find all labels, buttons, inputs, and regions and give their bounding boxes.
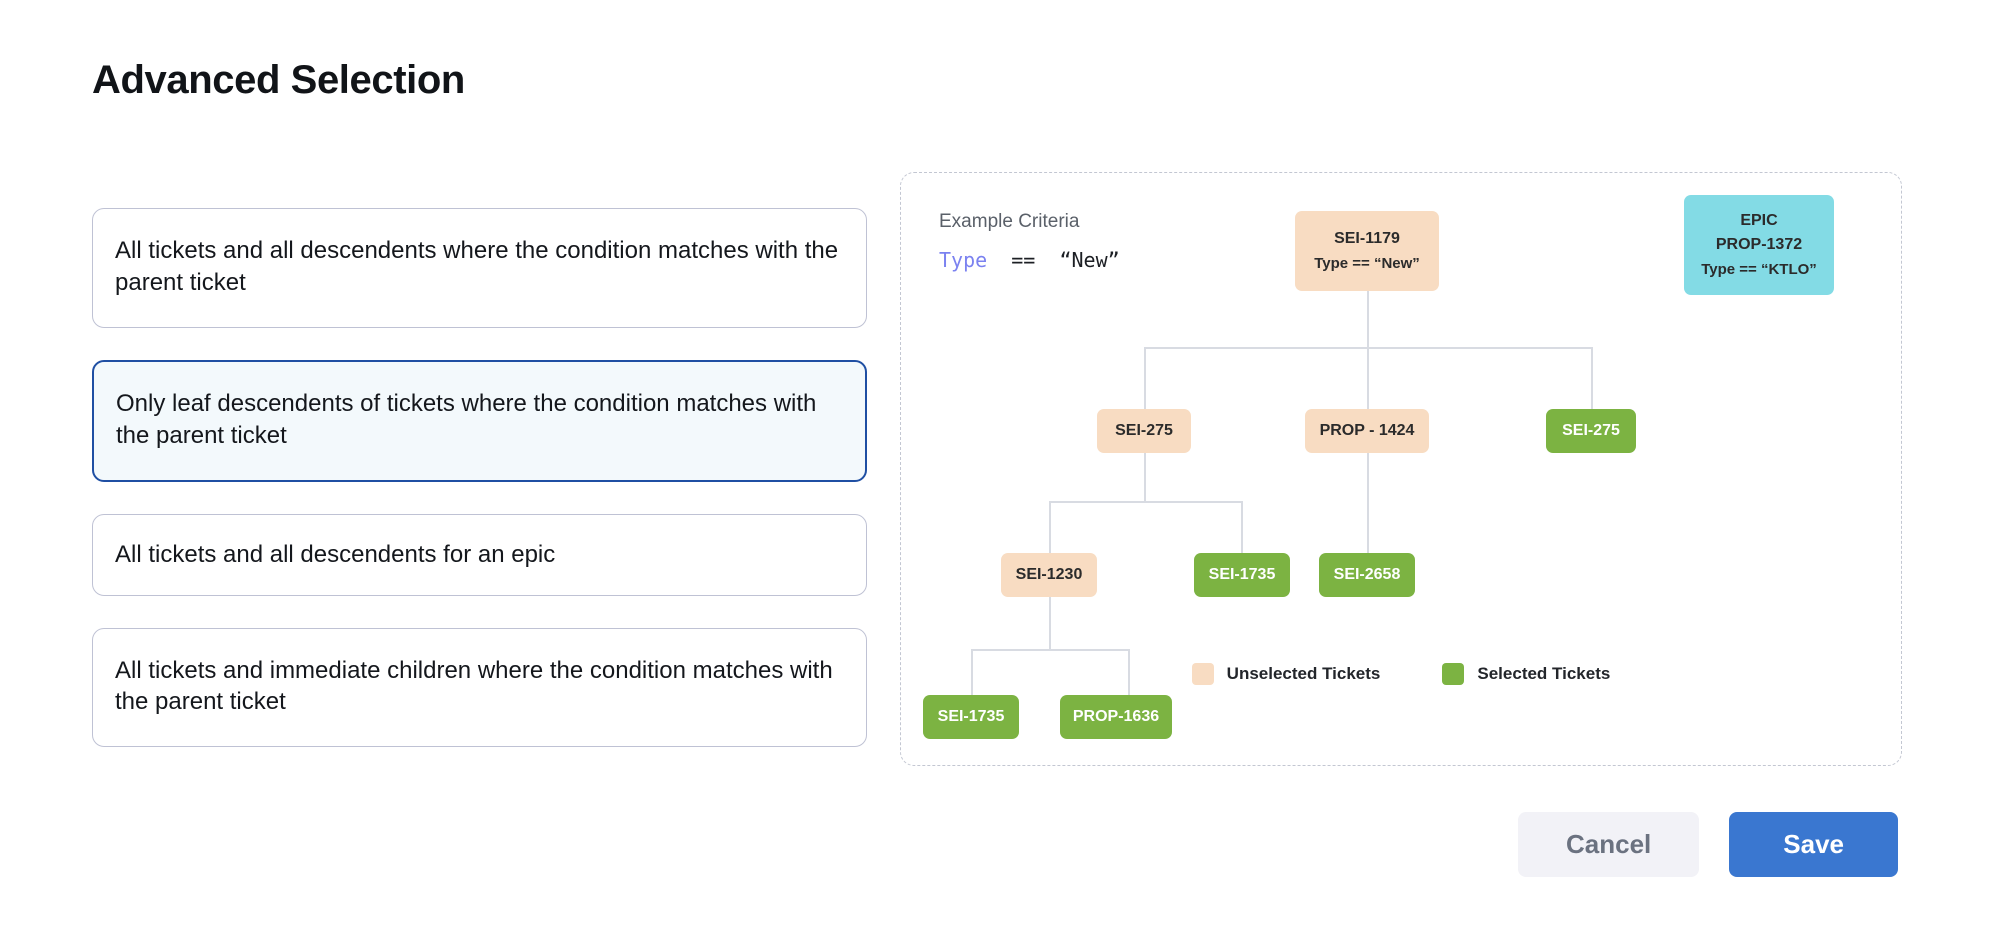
option-label-0: All tickets and all descendents where th… (115, 237, 839, 296)
node-r4c2-prop-1636[interactable]: PROP-1636 (1060, 695, 1172, 739)
node-title-r2c3: SEI-275 (1562, 421, 1620, 439)
legend-label-selected: Selected Tickets (1477, 664, 1611, 683)
node-title-r3c3: SEI-2658 (1333, 565, 1401, 583)
option-label-1: Only leaf descendents of tickets where t… (116, 389, 817, 449)
node-r2c3-sei-275[interactable]: SEI-275 (1546, 409, 1636, 453)
option-card-0[interactable]: All tickets and all descendents where th… (92, 208, 867, 328)
node-r2c2-prop-1424[interactable]: PROP - 1424 (1305, 409, 1429, 453)
node-title-r2c1: SEI-275 (1115, 421, 1173, 439)
node-sub-sei-1179: Type == “New” (1314, 254, 1420, 272)
connector-row4-c1 (971, 649, 973, 695)
criteria-expression: Type == “New” (939, 248, 1120, 272)
legend-swatch-selected-icon (1442, 663, 1465, 685)
node-sei-1179[interactable]: SEI-1179 Type == “New” (1295, 211, 1439, 291)
legend-item-selected: Selected Tickets (1442, 663, 1610, 685)
node-epic-prop-1372[interactable]: EPIC PROP-1372 Type == “KTLO” (1684, 195, 1834, 295)
criteria-label: Example Criteria (939, 211, 1080, 232)
connector-sei1230-stem (1049, 597, 1051, 649)
node-title-r2c2: PROP - 1424 (1319, 421, 1415, 439)
node-epic-label: EPIC (1740, 211, 1778, 229)
connector-sei275-stem (1144, 453, 1146, 501)
option-card-2[interactable]: All tickets and all descendents for an e… (92, 513, 867, 596)
legend-item-unselected: Unselected Tickets (1191, 663, 1381, 685)
node-title-r4c2: PROP-1636 (1072, 707, 1160, 725)
connector-row4-bar (971, 649, 1128, 651)
connector-row2-c1 (1144, 347, 1146, 409)
connector-row3-c2 (1241, 501, 1243, 553)
option-label-2: All tickets and all descendents for an e… (115, 540, 556, 568)
dialog-footer: Cancel Save (1518, 812, 1898, 877)
connector-row3-c1 (1049, 501, 1051, 553)
connector-row2-c3 (1591, 347, 1593, 409)
connector-row3-bar (1049, 501, 1241, 503)
node-epic-sub: Type == “KTLO” (1701, 261, 1817, 279)
page-title: Advanced Selection (92, 58, 465, 102)
node-r3c2-sei-1735[interactable]: SEI-1735 (1194, 553, 1290, 597)
node-title-r3c2: SEI-1735 (1208, 565, 1276, 583)
save-button[interactable]: Save (1729, 812, 1898, 877)
node-r2c1-sei-275[interactable]: SEI-275 (1097, 409, 1191, 453)
node-r4c1-sei-1735[interactable]: SEI-1735 (923, 695, 1019, 739)
node-epic-id: PROP-1372 (1715, 236, 1803, 254)
node-r3c1-sei-1230[interactable]: SEI-1230 (1001, 553, 1097, 597)
legend-label-unselected: Unselected Tickets (1226, 664, 1381, 683)
node-title-r4c1: SEI-1735 (937, 707, 1005, 725)
node-r3c3-sei-2658[interactable]: SEI-2658 (1319, 553, 1415, 597)
option-card-3[interactable]: All tickets and immediate children where… (92, 627, 867, 748)
connector-prop1424-to-sei2658 (1367, 453, 1369, 553)
example-diagram-panel: Example Criteria Type == “New” SEI-1179 … (900, 172, 1902, 766)
legend-swatch-unselected-icon (1191, 663, 1214, 685)
cancel-button[interactable]: Cancel (1518, 812, 1700, 877)
diagram-legend: Unselected Tickets Selected Tickets (901, 663, 1901, 685)
option-card-1[interactable]: Only leaf descendents of tickets where t… (92, 359, 867, 482)
selection-option-list: All tickets and all descendents where th… (92, 208, 867, 779)
node-title-sei-1179: SEI-1179 (1334, 229, 1400, 247)
criteria-keyword: Type (939, 248, 988, 272)
connector-row4-c2 (1128, 649, 1130, 695)
node-title-r3c1: SEI-1230 (1015, 565, 1083, 583)
criteria-value: “New” (1059, 248, 1120, 272)
connector-row2-c2 (1367, 347, 1369, 409)
option-label-3: All tickets and immediate children where… (115, 656, 833, 716)
connector-root-stem (1367, 291, 1369, 347)
criteria-operator: == (1011, 248, 1036, 272)
